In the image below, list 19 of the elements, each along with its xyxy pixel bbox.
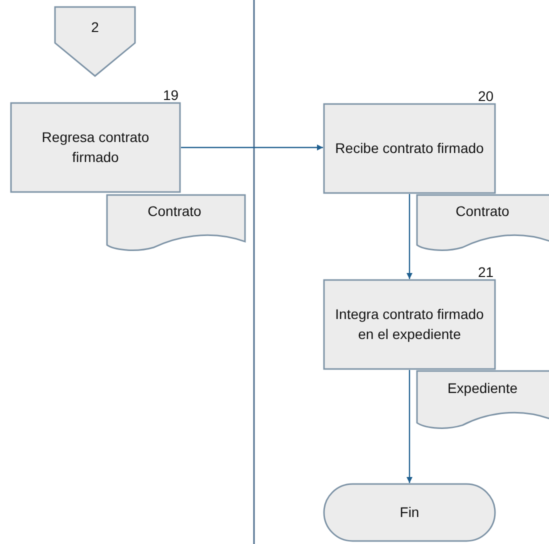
step-number: 21 <box>478 265 494 279</box>
node-label: Regresa contrato firmado <box>40 128 150 166</box>
node-label: 2 <box>91 18 99 38</box>
document-shape <box>106 194 243 252</box>
step-number: 19 <box>163 88 179 102</box>
node-label: Recibe contrato firmado <box>335 138 484 158</box>
node-label: Integra contrato firmado en el expediente <box>334 304 485 344</box>
process-box <box>10 102 181 193</box>
node-label: Contrato <box>148 202 202 222</box>
arrow <box>181 144 323 150</box>
off-page-connector <box>54 6 136 77</box>
node-label: Contrato <box>456 202 510 222</box>
arrow <box>406 370 412 483</box>
document-shape <box>416 370 549 430</box>
document-shape <box>416 194 549 252</box>
step-number: 20 <box>478 89 494 103</box>
node-label: Fin <box>400 502 420 522</box>
arrow <box>406 194 412 279</box>
node-label: Expediente <box>447 378 518 398</box>
